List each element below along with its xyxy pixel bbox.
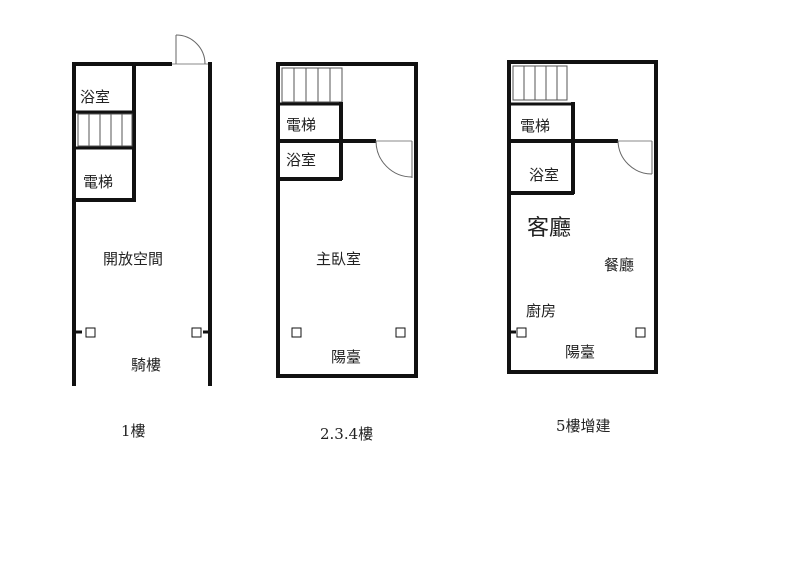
column-marker: [395, 327, 406, 338]
staircase: [512, 65, 568, 101]
door-swing-arc: [375, 140, 413, 178]
room-label-bath: 浴室: [80, 88, 110, 106]
floor-caption: 2.3.4樓: [320, 425, 373, 443]
door-swing-arc: [175, 34, 206, 65]
room-label-elevator: 電梯: [286, 116, 316, 134]
column-marker: [291, 327, 302, 338]
room-label-arcade: 騎樓: [131, 356, 161, 374]
column-marker: [191, 327, 202, 338]
staircase: [77, 113, 133, 147]
room-label-master-bedroom: 主臥室: [316, 250, 361, 268]
column-marker: [85, 327, 96, 338]
room-label-elevator: 電梯: [83, 173, 113, 191]
room-label-open-space: 開放空間: [103, 250, 163, 268]
floor-5-plan: [507, 60, 658, 374]
room-label-elevator: 電梯: [520, 117, 550, 135]
floor-1-plan: [72, 34, 212, 386]
room-label-balcony: 陽臺: [331, 348, 361, 366]
column-marker: [516, 327, 527, 338]
room-label-bath: 浴室: [286, 151, 316, 169]
floor-caption: 1樓: [121, 422, 146, 440]
column-marker: [635, 327, 646, 338]
floor-caption: 5樓增建: [556, 417, 611, 435]
room-label-dining-room: 餐廳: [604, 256, 634, 274]
room-label-bath: 浴室: [529, 166, 559, 184]
room-label-kitchen: 廚房: [526, 302, 556, 320]
staircase: [281, 67, 343, 103]
room-label-balcony: 陽臺: [565, 343, 595, 361]
room-label-living-room: 客廳: [527, 216, 571, 241]
floor-234-plan: [276, 62, 418, 378]
door-swing-arc: [617, 140, 653, 175]
